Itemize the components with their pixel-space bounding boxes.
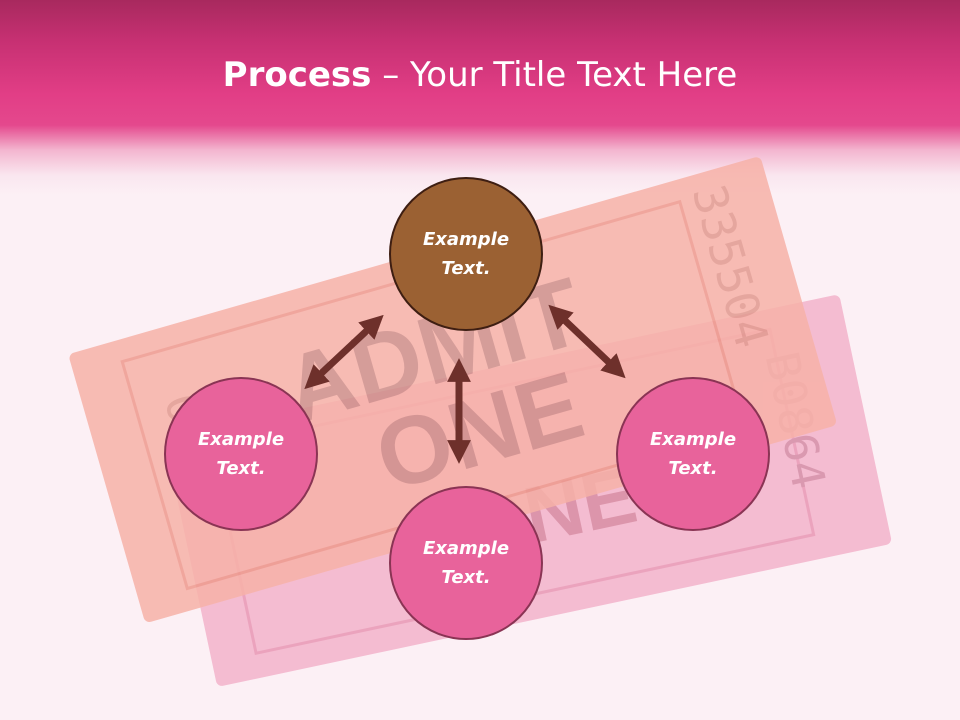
circle-top-line1: Example (422, 229, 510, 250)
process-circle-left: Example Text. (164, 377, 318, 531)
process-circle-bottom: Example Text. (389, 486, 543, 640)
title-rest: Your Title Text Here (410, 55, 738, 95)
arrow-top-left (304, 314, 384, 390)
circle-right-line1: Example (649, 429, 737, 450)
title-separator: – (371, 55, 411, 95)
circle-bottom-line2: Text. (441, 567, 491, 588)
title-bold: Process (222, 55, 372, 95)
header-band (0, 0, 960, 195)
circle-right-line2: Text. (668, 458, 718, 479)
circle-left-line1: Example (197, 429, 285, 450)
process-circle-top: Example Text. (389, 177, 543, 331)
page-title: Process – Your Title Text Here (0, 52, 960, 98)
circle-left-line2: Text. (216, 458, 266, 479)
circle-top-line2: Text. (441, 258, 491, 279)
circle-bottom-line1: Example (422, 538, 510, 559)
arrow-top-right (548, 304, 626, 379)
process-circle-right: Example Text. (616, 377, 770, 531)
